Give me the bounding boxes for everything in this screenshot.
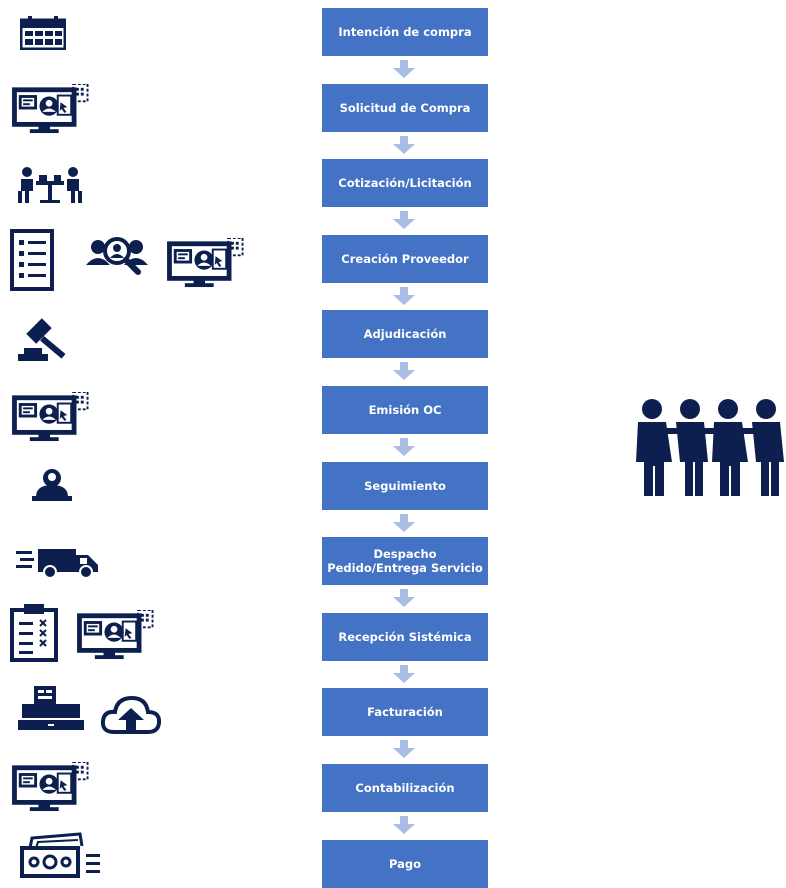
flow-step: Contabilización (322, 764, 488, 812)
document-list-icon (10, 229, 54, 291)
flow-arrow (393, 589, 415, 607)
cash-register-icon (18, 686, 84, 730)
people-group-icon (636, 399, 784, 496)
flow-step: Emisión OC (322, 386, 488, 434)
flow-arrow (393, 211, 415, 229)
flow-step: Seguimiento (322, 462, 488, 510)
flow-arrow (393, 816, 415, 834)
flow-step: Adjudicación (322, 310, 488, 358)
delivery-truck-icon (16, 549, 98, 579)
flow-arrow (393, 136, 415, 154)
flow-step: Recepción Sistémica (322, 613, 488, 661)
flow-arrow (393, 362, 415, 380)
computer-user-icon (166, 238, 246, 288)
computer-user-icon (12, 84, 90, 134)
flow-step: Despacho Pedido/Entrega Servicio (322, 537, 488, 585)
flow-step: Facturación (322, 688, 488, 736)
flow-step: Pago (322, 840, 488, 888)
checklist-clipboard-icon (10, 604, 58, 662)
flow-step: Creación Proveedor (322, 235, 488, 283)
flow-step: Intención de compra (322, 8, 488, 56)
calendar-icon (20, 16, 66, 50)
flow-arrow (393, 740, 415, 758)
flow-arrow (393, 287, 415, 305)
computer-user-icon (12, 762, 90, 812)
cloud-upload-icon (100, 695, 162, 734)
gavel-icon (18, 318, 66, 361)
flow-arrow (393, 438, 415, 456)
money-payment-icon (20, 832, 100, 878)
flow-step: Solicitud de Compra (322, 84, 488, 132)
headset-operator-icon (32, 467, 72, 501)
computer-user-icon (12, 392, 90, 442)
flow-arrow (393, 514, 415, 532)
flow-arrow (393, 665, 415, 683)
meeting-icon (18, 167, 82, 203)
computer-user-icon (76, 610, 156, 660)
flow-arrow (393, 60, 415, 78)
flow-step: Cotización/Licitación (322, 159, 488, 207)
user-search-icon (86, 237, 148, 275)
